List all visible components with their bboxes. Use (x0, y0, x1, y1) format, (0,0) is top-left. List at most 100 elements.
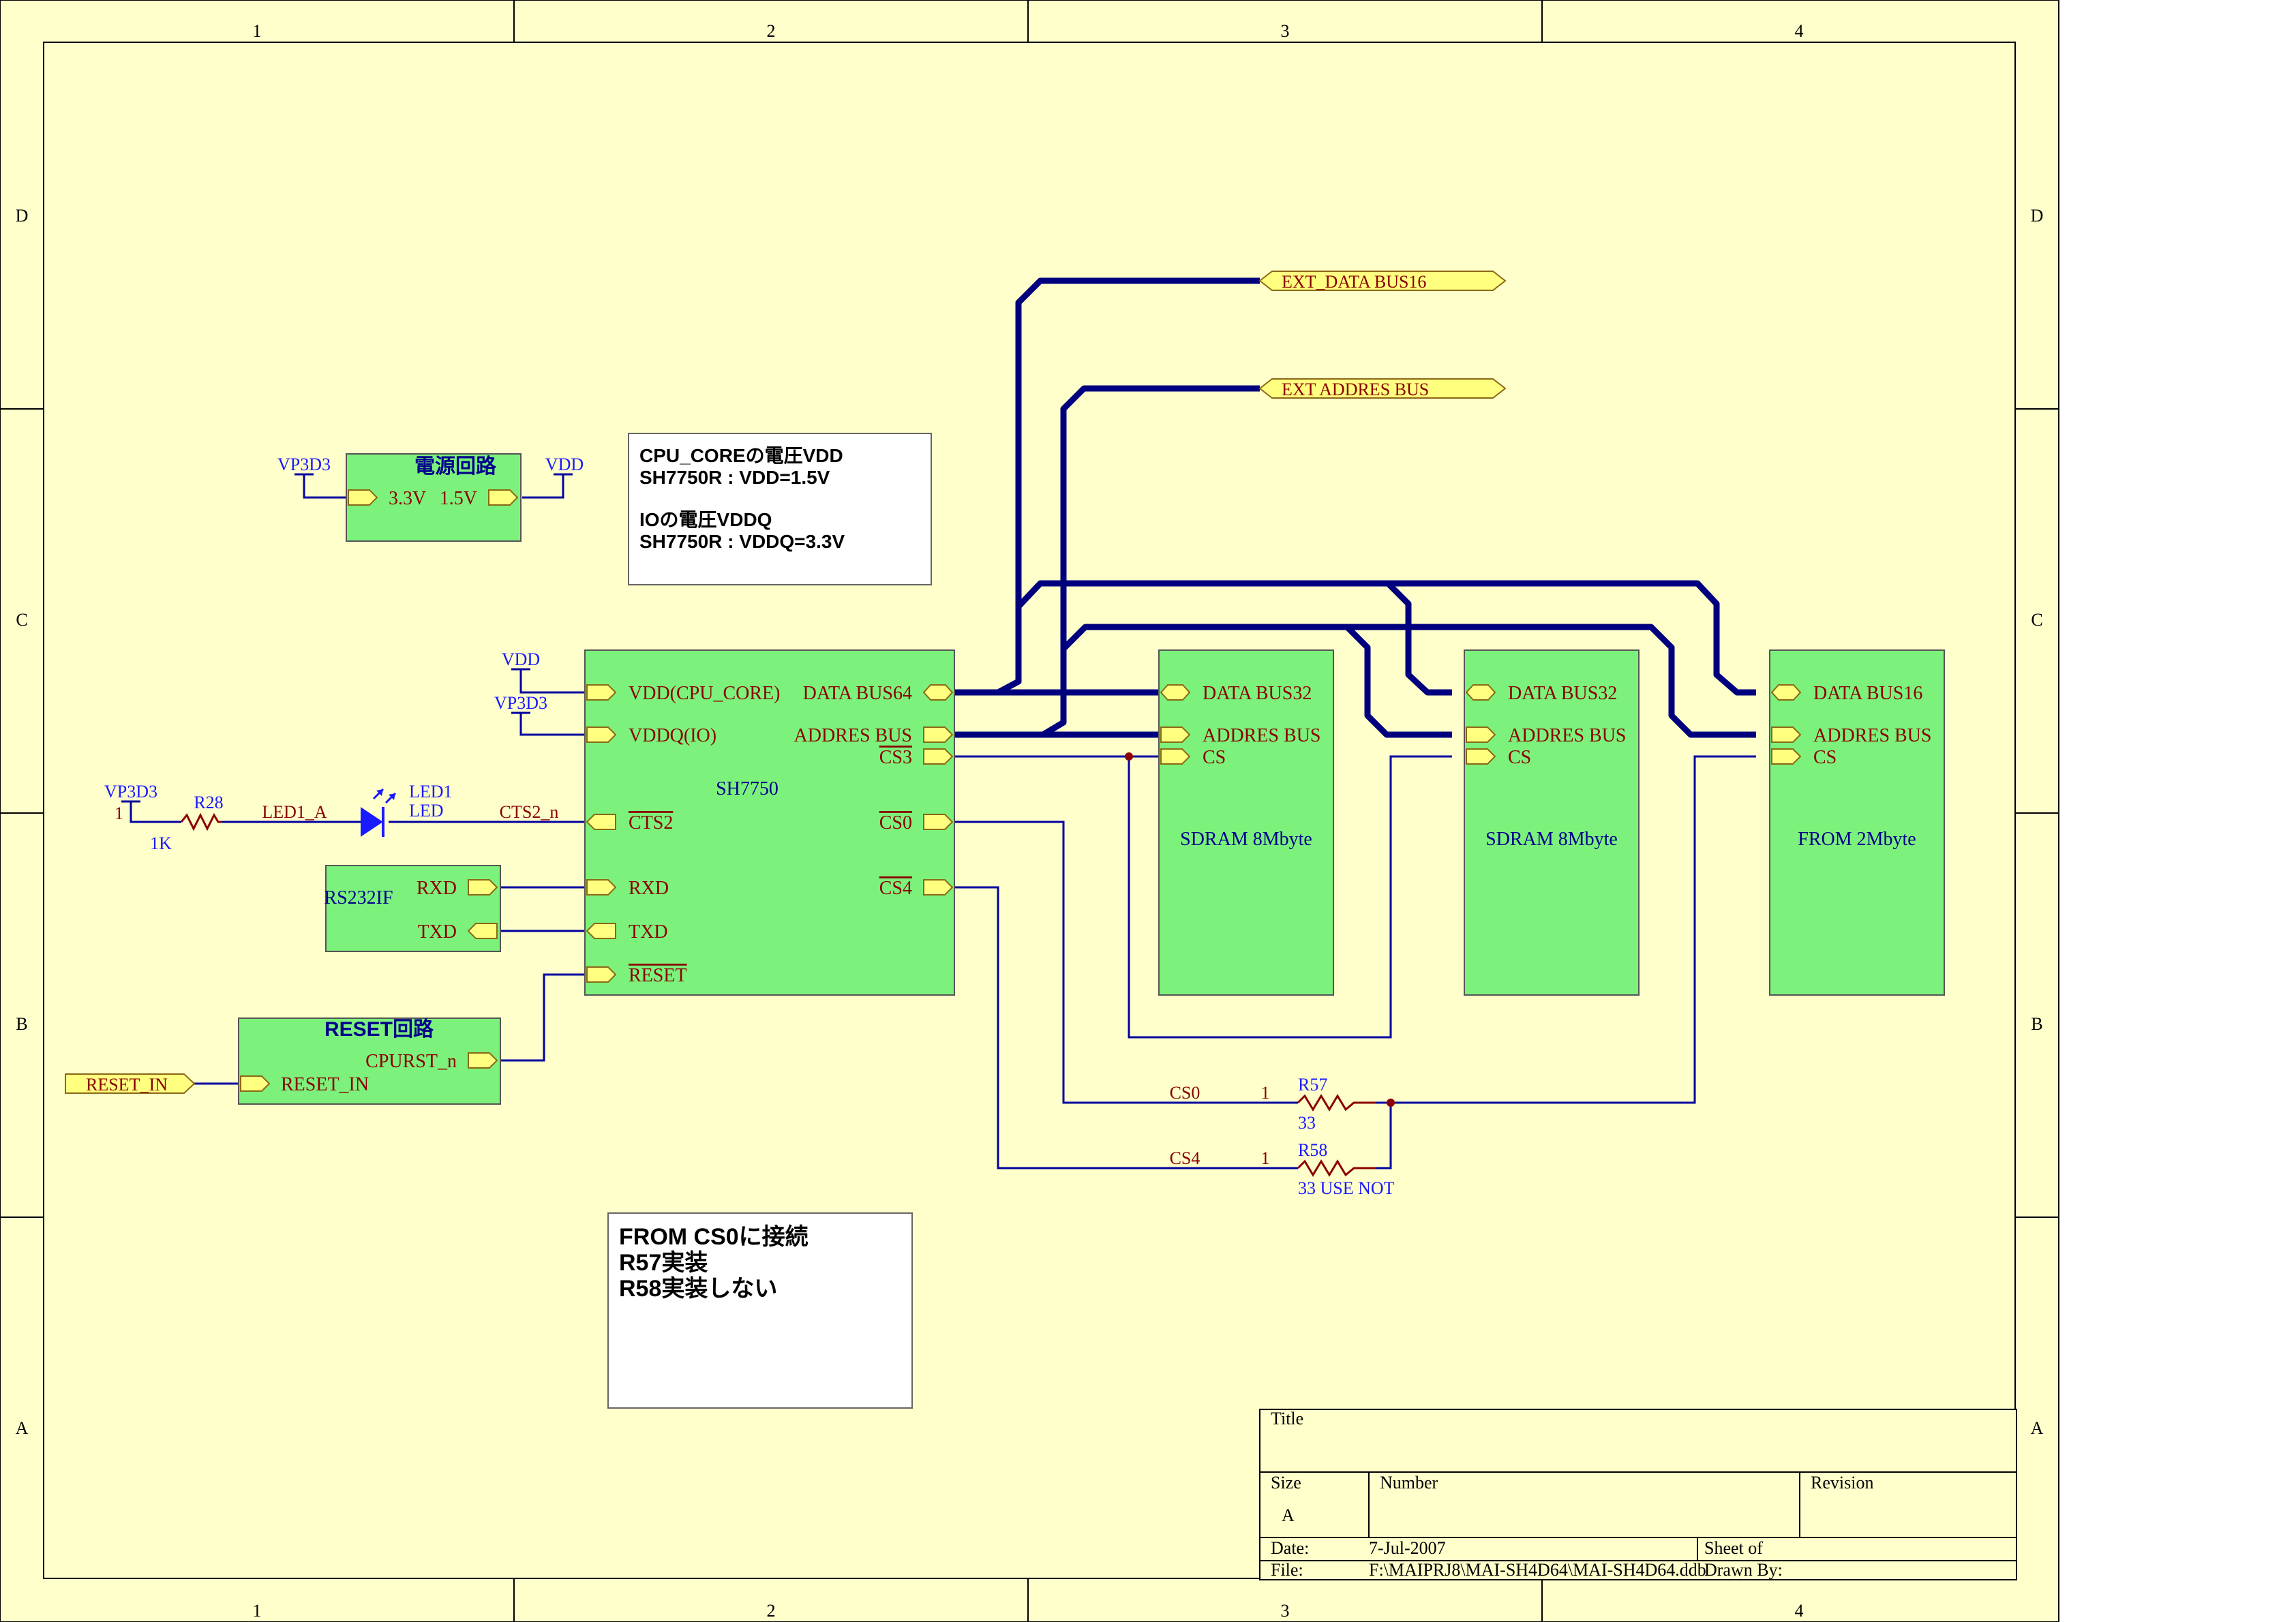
row-label-left-a: A (16, 1418, 29, 1438)
signal-wires (130, 474, 1756, 1169)
row-label-right-c: C (2031, 610, 2042, 630)
row-label-right-b: B (2031, 1014, 2042, 1034)
cpu-block[interactable] (584, 649, 955, 996)
sdram2-block[interactable] (1464, 649, 1640, 996)
r57-resistor[interactable] (1297, 1094, 1376, 1112)
flash-pin-addr: ADDRES BUS (1813, 725, 1931, 746)
r28-resistor[interactable] (180, 812, 222, 831)
flash-name: FROM 2Mbyte (1798, 829, 1916, 850)
frame-inner (43, 42, 2016, 1579)
revision-label: Revision (1811, 1473, 1873, 1493)
row-label-left-b: B (16, 1014, 27, 1034)
reset-in-port[interactable] (65, 1073, 196, 1094)
title-block (1259, 1409, 2017, 1580)
led-supply-net: VP3D3 (104, 782, 157, 801)
cpu-pin-rxd: RXD (629, 878, 669, 899)
led1-a-net: LED1_A (262, 802, 327, 822)
reset-block[interactable] (238, 1017, 501, 1105)
from-cs-note-line2: R57実装 (619, 1250, 708, 1276)
ext-data-port-label: EXT_DATA BUS16 (1282, 272, 1426, 292)
r28-value: 1K (150, 833, 172, 853)
led-supply-pin: 1 (115, 804, 123, 823)
col-label-top-3: 3 (1281, 21, 1290, 41)
sdram1-name: SDRAM 8Mbyte (1180, 829, 1312, 850)
size-value: A (1282, 1505, 1295, 1525)
power-block-in-pin: 3.3V (389, 488, 426, 509)
bus-lines (954, 277, 1756, 738)
reset-in-port-label: RESET_IN (86, 1075, 168, 1095)
voltage-note-line4: SH7750R : VDDQ=3.3V (639, 531, 845, 552)
cpu-pin-cs4: CS4 (879, 878, 912, 899)
cpu-pin-data-bus: DATA BUS64 (803, 683, 912, 704)
led1-diode[interactable] (361, 788, 397, 837)
sdram2-pin-data: DATA BUS32 (1508, 683, 1617, 704)
size-label: Size (1271, 1473, 1301, 1493)
voltage-note-line1: CPU_COREの電圧VDD (639, 445, 843, 466)
reset-pin-in: RESET_IN (281, 1074, 369, 1095)
cpu-name: SH7750 (716, 778, 779, 799)
col-label-bottom-1: 1 (253, 1601, 262, 1621)
cpu-vdd-net: VDD (502, 649, 540, 669)
from-cs-note-line3: R58実装しない (619, 1276, 777, 1302)
date-value: 7-Jul-2007 (1369, 1538, 1446, 1558)
cpu-pin-reset: RESET (629, 965, 687, 986)
cpu-vddq-net: VP3D3 (494, 693, 547, 713)
sdram1-block[interactable] (1158, 649, 1334, 996)
cpu-pin-cts2: CTS2 (629, 812, 673, 833)
flash-block[interactable] (1769, 649, 1945, 996)
junction-cs3 (1125, 752, 1133, 761)
led1-ref: LED1 (409, 782, 453, 801)
frame-dividers (0, 0, 2059, 1622)
power-block-out-net: VDD (545, 455, 584, 474)
power-block-out-pin: 1.5V (440, 488, 477, 509)
date-label: Date: (1271, 1538, 1309, 1558)
r57-value: 33 (1298, 1113, 1316, 1133)
reset-block-title: RESET回路 (324, 1018, 434, 1041)
rs232-pin-rxd: RXD (417, 878, 457, 899)
sdram2-pin-addr: ADDRES BUS (1508, 725, 1626, 746)
voltage-note-line3: IOの電圧VDDQ (639, 509, 772, 530)
col-label-top-4: 4 (1795, 21, 1804, 41)
sdram2-pin-cs: CS (1508, 747, 1531, 768)
col-label-bottom-4: 4 (1795, 1601, 1804, 1621)
cpu-pin-vdd-core: VDD(CPU_CORE) (629, 683, 780, 704)
from-cs-note-line1: FROM CS0に接続 (619, 1224, 809, 1250)
ext-addr-port[interactable] (1258, 378, 1507, 399)
drawn-by-label: Drawn By: (1704, 1560, 1783, 1580)
file-label: File: (1271, 1560, 1303, 1580)
rs232-name: RS232IF (324, 887, 393, 908)
ext-addr-port-label: EXT ADDRES BUS (1282, 380, 1429, 399)
ext-data-port[interactable] (1258, 271, 1507, 291)
r57-ref: R57 (1298, 1075, 1327, 1095)
cpu-pin-addr-bus: ADDRES BUS (794, 725, 912, 746)
r58-pin: 1 (1261, 1148, 1270, 1168)
junction-cs0 (1387, 1099, 1395, 1107)
sdram1-pin-cs: CS (1203, 747, 1226, 768)
sdram2-name: SDRAM 8Mbyte (1485, 829, 1618, 850)
col-label-bottom-3: 3 (1281, 1601, 1290, 1621)
from-cs-note (607, 1212, 913, 1409)
file-value: F:\MAIPRJ8\MAI-SH4D64\MAI-SH4D64.ddb (1369, 1560, 1706, 1580)
power-block-in-net: VP3D3 (277, 455, 331, 474)
cs0-net: CS0 (1170, 1083, 1200, 1103)
r58-value: 33 USE NOT (1298, 1178, 1395, 1198)
led1-value: LED (409, 801, 444, 821)
r58-resistor[interactable] (1297, 1159, 1376, 1177)
sdram1-pin-data: DATA BUS32 (1203, 683, 1312, 704)
power-block-title: 電源回路 (414, 455, 497, 478)
r57-pin: 1 (1261, 1083, 1270, 1103)
row-label-right-d: D (2031, 206, 2044, 226)
sdram1-pin-addr: ADDRES BUS (1203, 725, 1320, 746)
cpu-pin-cs0: CS0 (879, 812, 912, 833)
col-label-bottom-2: 2 (767, 1601, 776, 1621)
r28-ref: R28 (194, 793, 223, 812)
cs4-net: CS4 (1170, 1148, 1200, 1168)
cpu-pin-txd: TXD (629, 921, 668, 943)
rs232-block[interactable] (325, 865, 501, 952)
voltage-note-line2: SH7750R : VDD=1.5V (639, 467, 830, 488)
flash-pin-data: DATA BUS16 (1813, 683, 1922, 704)
flash-pin-cs: CS (1813, 747, 1837, 768)
title-label: Title (1271, 1409, 1303, 1428)
voltage-note (628, 433, 932, 585)
